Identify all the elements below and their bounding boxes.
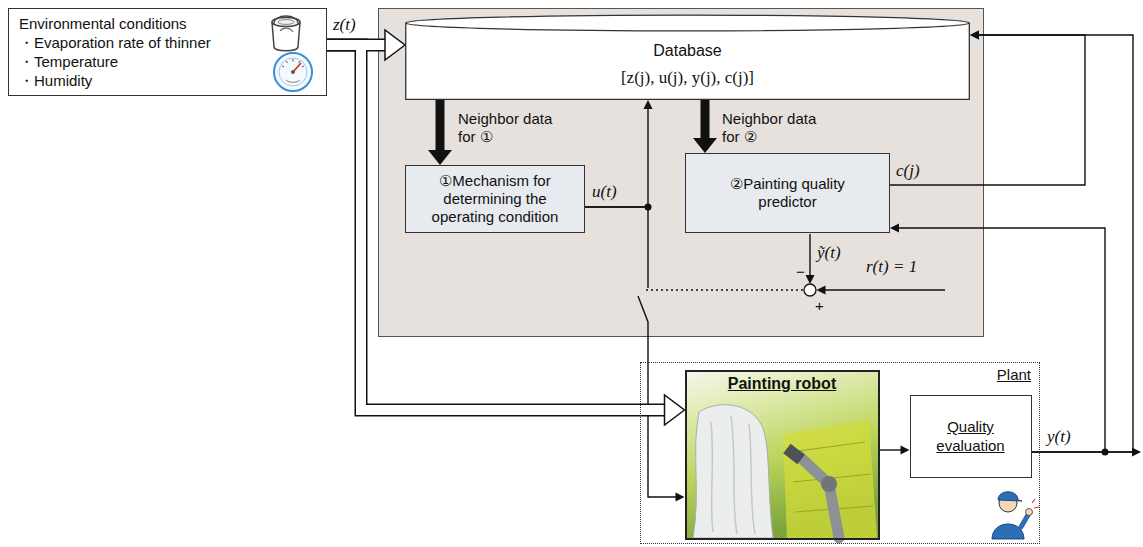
paint-can-icon xyxy=(278,20,294,25)
arrow-head xyxy=(806,275,815,284)
process-box: Quality evaluation xyxy=(910,395,1032,478)
process-name: ②Painting quality predictor xyxy=(702,175,873,211)
database-name: Database xyxy=(653,42,722,60)
inspector-figure xyxy=(992,492,1039,539)
connector xyxy=(970,31,979,40)
robot-photo xyxy=(783,444,805,465)
robot-photo xyxy=(711,416,755,534)
connector xyxy=(970,31,979,40)
prediction-wire xyxy=(809,234,810,276)
edge-label: z(t) xyxy=(333,15,356,35)
list-item: ・Evaporation rate of thinner xyxy=(19,33,316,52)
connector xyxy=(585,108,648,208)
gauge-icon xyxy=(279,58,307,86)
process-box: ①Mechanism for determining the operating… xyxy=(405,165,585,233)
sign-mark: − xyxy=(796,263,805,280)
gauge-icon xyxy=(291,70,295,74)
robot-photo xyxy=(799,456,839,538)
gauge-icon xyxy=(286,80,300,82)
box-heading: Environmental conditions xyxy=(19,14,316,33)
arrow-head xyxy=(817,286,826,295)
connector xyxy=(880,449,903,450)
robot-photo xyxy=(783,420,877,538)
robot-box: Painting robot xyxy=(685,370,880,540)
edge-label: c(j) xyxy=(896,161,920,181)
prediction-wire xyxy=(806,234,815,284)
summing-junction xyxy=(804,284,816,296)
connector xyxy=(385,30,405,60)
group-title: Plant xyxy=(997,366,1031,383)
edge-label: Neighbor data for ① xyxy=(458,110,568,146)
robot-photo xyxy=(821,476,837,492)
process-box: ②Painting quality predictor xyxy=(685,153,890,233)
robot-photo xyxy=(687,372,878,538)
signal-name: r(t) = 1 xyxy=(866,257,917,277)
robot-photo xyxy=(693,405,773,538)
edge-label: Neighbor data for ② xyxy=(722,110,832,146)
inspector-figure xyxy=(1021,515,1028,527)
inspector-figure xyxy=(1026,509,1033,516)
signal-name: ỹ(t) xyxy=(817,243,841,263)
process-name: Quality evaluation xyxy=(925,417,1017,455)
inspector-figure xyxy=(998,492,1022,501)
connector xyxy=(436,100,445,152)
connector xyxy=(676,493,685,502)
connector xyxy=(644,100,653,109)
robot-title: Painting robot xyxy=(728,375,836,393)
switch-control-line xyxy=(643,289,803,290)
condition-box: Environmental conditions・Evaporation rat… xyxy=(8,8,327,96)
connector xyxy=(428,150,452,165)
robot-photo xyxy=(687,372,878,538)
connector xyxy=(901,446,910,455)
inspector-figure xyxy=(1032,499,1039,508)
cylinder-outline xyxy=(406,23,970,31)
gauge-icon xyxy=(274,53,312,91)
connector xyxy=(585,207,677,497)
edge-label: u(t) xyxy=(592,182,617,202)
database-record: [z(j), u(j), y(j), c(j)] xyxy=(621,68,754,88)
connector xyxy=(665,395,685,425)
gauge-icon xyxy=(274,53,312,91)
connector xyxy=(890,224,899,233)
paint-can-icon xyxy=(280,28,293,32)
database-cylinder: Database [z(j), u(j), y(j), c(j)] xyxy=(405,14,970,100)
connector xyxy=(978,35,1134,452)
process-name: ①Mechanism for determining the operating… xyxy=(422,172,568,226)
connector xyxy=(693,138,717,153)
signal-name: y(t) xyxy=(1047,427,1071,447)
sign-mark: + xyxy=(815,297,824,314)
connector-layer xyxy=(385,30,979,502)
paint-can-icon xyxy=(274,16,298,25)
reference-wire xyxy=(825,289,945,290)
paint-can-icon xyxy=(272,16,300,51)
cylinder-outline xyxy=(406,15,970,99)
list-item: ・Humidity xyxy=(19,71,316,90)
plant-boundary: PlantPainting robotQuality evaluation xyxy=(640,362,1040,544)
connector xyxy=(701,100,710,140)
list-item: ・Temperature xyxy=(19,52,316,71)
reference-wire xyxy=(817,286,946,295)
